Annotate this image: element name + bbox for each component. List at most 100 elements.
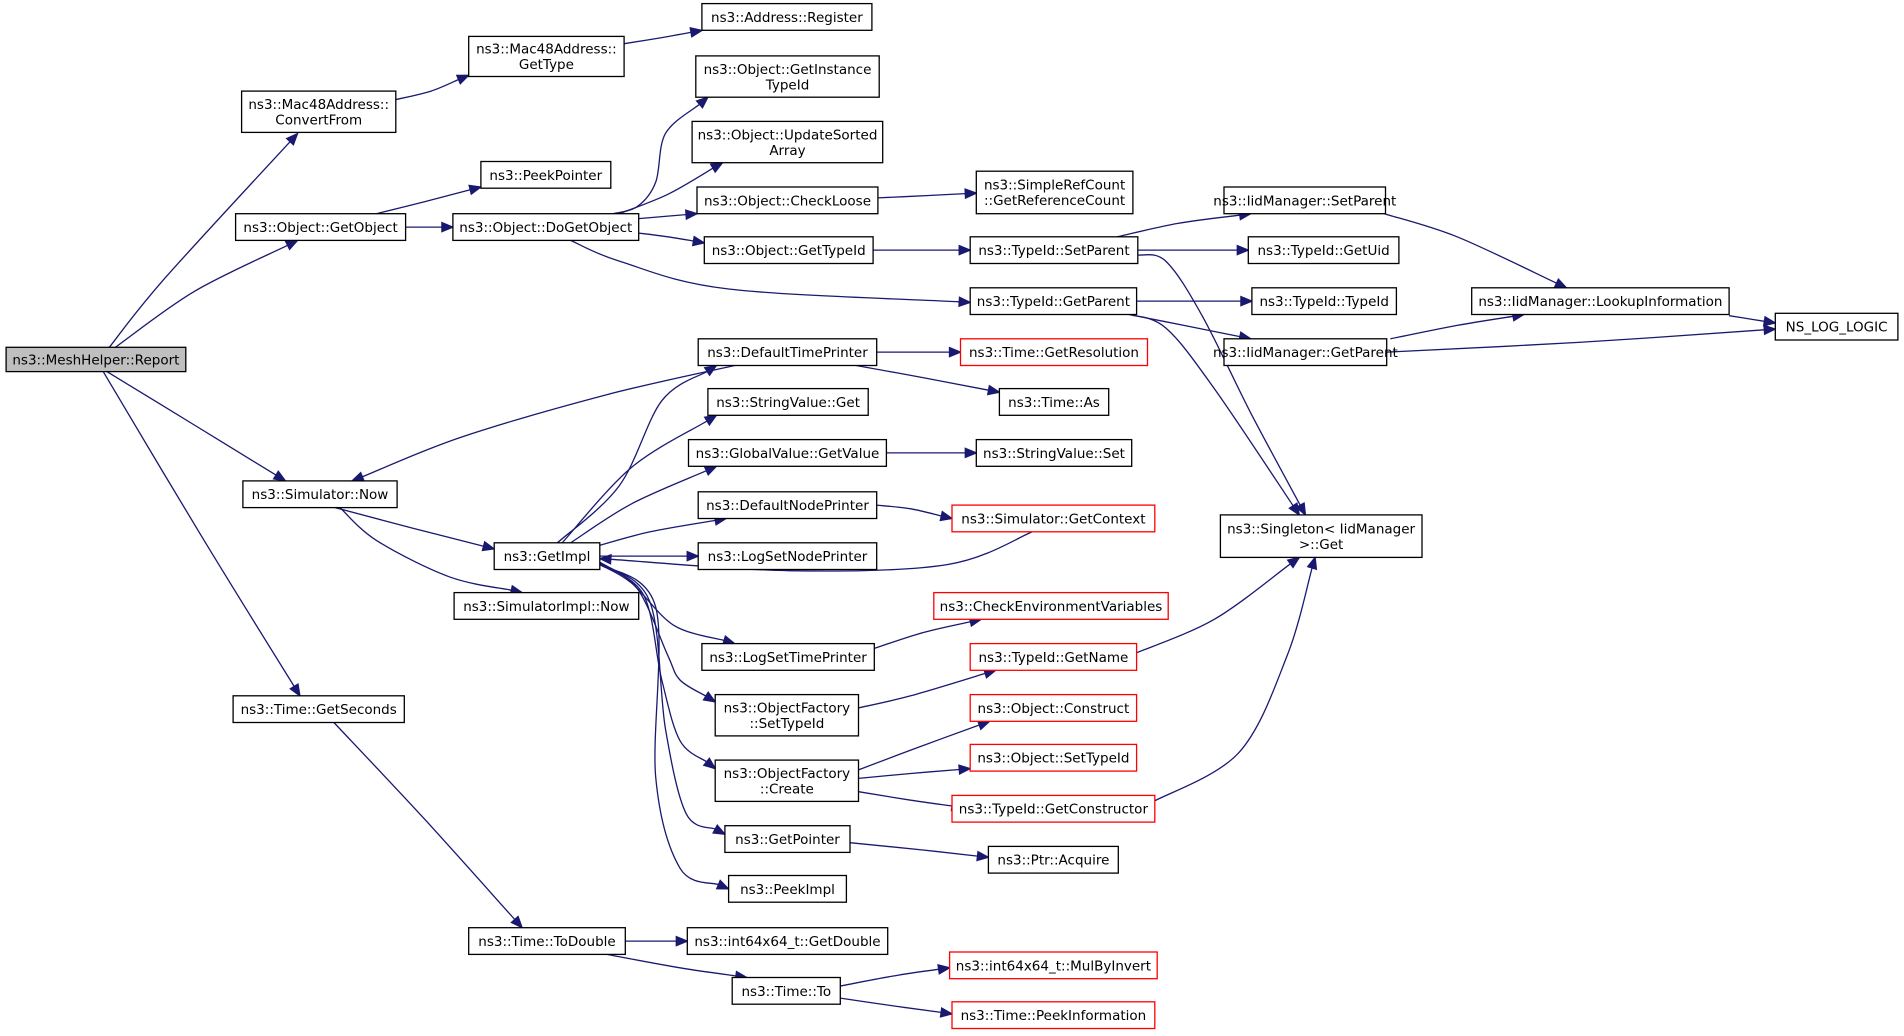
- edge-obj_dogetobject-to-typeid_getparent: [570, 239, 972, 308]
- node-box: [696, 186, 879, 215]
- node-label: ns3::GetImpl: [504, 549, 591, 565]
- call-nodes: ns3::MeshHelper::Report ns3::Mac48Address…: [5, 2, 1899, 1030]
- edge-mac_convert-to-mac_gettype: [395, 74, 471, 101]
- node-typeid-getname[interactable]: ns3::TypeId::GetName: [969, 642, 1138, 671]
- node-getpointer[interactable]: ns3::GetPointer: [724, 825, 851, 854]
- edge-line: [570, 470, 707, 544]
- edge-time_todouble-to-time_to: [606, 953, 749, 982]
- node-box: [697, 542, 878, 571]
- edge-iid_getparent-to-iid_lookup: [1390, 310, 1526, 340]
- node-int64-mulbyinvert[interactable]: ns3::int64x64_t::MulByInvert: [948, 951, 1158, 980]
- node-box: [468, 927, 626, 956]
- edge-typeid_getparent-to-singleton_get: [1129, 313, 1301, 517]
- node-label: ns3::PeekImpl: [740, 882, 835, 898]
- node-objfactory-settypeid[interactable]: ns3::ObjectFactory::SetTypeId: [714, 693, 860, 737]
- node-box: [959, 338, 1149, 367]
- node-simulatorimpl-now[interactable]: ns3::SimulatorImpl::Now: [453, 591, 640, 620]
- edge-arrowhead: [958, 244, 972, 256]
- node-time-getseconds[interactable]: ns3::Time::GetSeconds: [232, 695, 405, 724]
- node-getimpl[interactable]: ns3::GetImpl: [493, 542, 601, 571]
- node-label: ns3::ObjectFactory: [724, 701, 851, 717]
- node-obj-gettypeid[interactable]: ns3::Object::GetTypeId: [703, 236, 874, 265]
- node-obj-checkloose[interactable]: ns3::Object::CheckLoose: [696, 186, 879, 215]
- node-iid-setparent[interactable]: ns3::IidManager::SetParent: [1213, 186, 1396, 215]
- node-label: ns3::Object::CheckLoose: [704, 193, 871, 209]
- node-obj-settypeid[interactable]: ns3::Object::SetTypeId: [969, 743, 1138, 772]
- node-defaultnodeprinter[interactable]: ns3::DefaultNodePrinter: [697, 491, 878, 520]
- node-simpleref[interactable]: ns3::SimpleRefCount::GetReferenceCount: [975, 170, 1134, 215]
- node-mac-gettype[interactable]: ns3::Mac48Address::GetType: [468, 35, 625, 78]
- node-mac-convert[interactable]: ns3::Mac48Address::ConvertFrom: [240, 90, 397, 134]
- edge-line: [1116, 214, 1240, 238]
- node-time-peekinformation[interactable]: ns3::Time::PeekInformation: [951, 1001, 1156, 1030]
- node-label: ConvertFrom: [275, 113, 362, 129]
- node-box: [452, 213, 640, 242]
- node-iid-getparent[interactable]: ns3::IidManager::GetParent: [1213, 338, 1398, 367]
- node-iid-lookup[interactable]: ns3::IidManager::LookupInformation: [1471, 287, 1730, 316]
- node-peekpointer[interactable]: ns3::PeekPointer: [480, 160, 612, 189]
- node-obj-getobject[interactable]: ns3::Object::GetObject: [234, 213, 407, 242]
- edge-typeid_getname-to-singleton_get: [1135, 556, 1301, 654]
- edge-line: [376, 189, 471, 215]
- node-stringvalue-get[interactable]: ns3::StringValue::Get: [707, 387, 869, 416]
- node-label: ns3::Time::To: [741, 984, 831, 1000]
- node-label: ns3::Time::GetResolution: [969, 345, 1139, 361]
- node-report[interactable]: ns3::MeshHelper::Report: [5, 346, 187, 373]
- edge-line: [1729, 315, 1765, 322]
- node-checkenv[interactable]: ns3::CheckEnvironmentVariables: [933, 591, 1169, 620]
- edge-line: [599, 564, 719, 886]
- node-label: ns3::SimpleRefCount: [984, 178, 1125, 194]
- edge-line: [556, 370, 708, 544]
- node-time-to[interactable]: ns3::Time::To: [731, 976, 841, 1005]
- node-box: [468, 35, 625, 78]
- node-ns-log-logic[interactable]: NS_LOG_LOGIC: [1774, 312, 1899, 341]
- node-logsettimeprinter[interactable]: ns3::LogSetTimePrinter: [701, 642, 875, 671]
- node-label: ns3::Time::PeekInformation: [961, 1008, 1147, 1024]
- node-label: GetType: [519, 57, 574, 73]
- node-typeid-getconstructor[interactable]: ns3::TypeId::GetConstructor: [951, 794, 1156, 823]
- node-typeid-setparent[interactable]: ns3::TypeId::SetParent: [969, 236, 1139, 265]
- node-obj-dogetobject[interactable]: ns3::Object::DoGetObject: [452, 213, 640, 242]
- node-peekimpl[interactable]: ns3::PeekImpl: [727, 874, 848, 903]
- node-time-getresolution[interactable]: ns3::Time::GetResolution: [959, 338, 1149, 367]
- edge-line: [619, 167, 714, 215]
- node-addr-register[interactable]: ns3::Address::Register: [701, 2, 873, 31]
- node-box: [5, 346, 187, 373]
- edge-report-to-time_getseconds: [102, 371, 301, 698]
- edge-time_to-to-int64_mulbyinvert: [840, 964, 952, 987]
- node-label: ns3::Object::SetTypeId: [977, 751, 1129, 767]
- node-objfactory-create[interactable]: ns3::ObjectFactory::Create: [714, 759, 860, 803]
- node-simulator-getcontext[interactable]: ns3::Simulator::GetContext: [951, 504, 1156, 533]
- node-label: ns3::int64x64_t::GetDouble: [694, 934, 880, 950]
- node-label: ns3::TypeId::GetUid: [1257, 243, 1389, 259]
- node-ptr-acquire[interactable]: ns3::Ptr::Acquire: [987, 845, 1119, 874]
- node-globalvalue-getvalue[interactable]: ns3::GlobalValue::GetValue: [687, 438, 888, 467]
- node-logsetnodeprinter[interactable]: ns3::LogSetNodePrinter: [697, 542, 878, 571]
- node-box: [933, 591, 1169, 620]
- edge-line: [106, 371, 277, 476]
- node-int64-getdouble[interactable]: ns3::int64x64_t::GetDouble: [686, 927, 889, 956]
- node-box: [697, 491, 878, 520]
- node-obj-construct[interactable]: ns3::Object::Construct: [969, 693, 1138, 722]
- node-box: [493, 542, 601, 571]
- node-singleton-get[interactable]: ns3::Singleton< IidManager >::Get: [1219, 514, 1423, 559]
- edge-arrowhead: [709, 161, 724, 174]
- node-box: [714, 759, 860, 803]
- node-typeid-getparent[interactable]: ns3::TypeId::GetParent: [969, 287, 1138, 316]
- edge-line: [840, 997, 942, 1014]
- node-time-todouble[interactable]: ns3::Time::ToDouble: [468, 927, 626, 956]
- edge-typeid_setparent-to-typeid_getuid: [1137, 244, 1251, 256]
- node-box: [1247, 236, 1400, 265]
- edge-line: [599, 564, 725, 642]
- node-typeid-typeid[interactable]: ns3::TypeId::TypeId: [1251, 287, 1398, 316]
- node-time-as[interactable]: ns3::Time::As: [998, 387, 1110, 416]
- edge-line: [623, 31, 692, 45]
- node-stringvalue-set[interactable]: ns3::StringValue::Set: [975, 438, 1133, 467]
- edge-line: [840, 968, 939, 987]
- node-simulator-now[interactable]: ns3::Simulator::Now: [242, 480, 398, 509]
- node-typeid-getuid[interactable]: ns3::TypeId::GetUid: [1247, 236, 1400, 265]
- node-defaulttimeprinter[interactable]: ns3::DefaultTimePrinter: [697, 338, 878, 367]
- edge-typeid_setparent-to-singleton_get: [1137, 253, 1307, 517]
